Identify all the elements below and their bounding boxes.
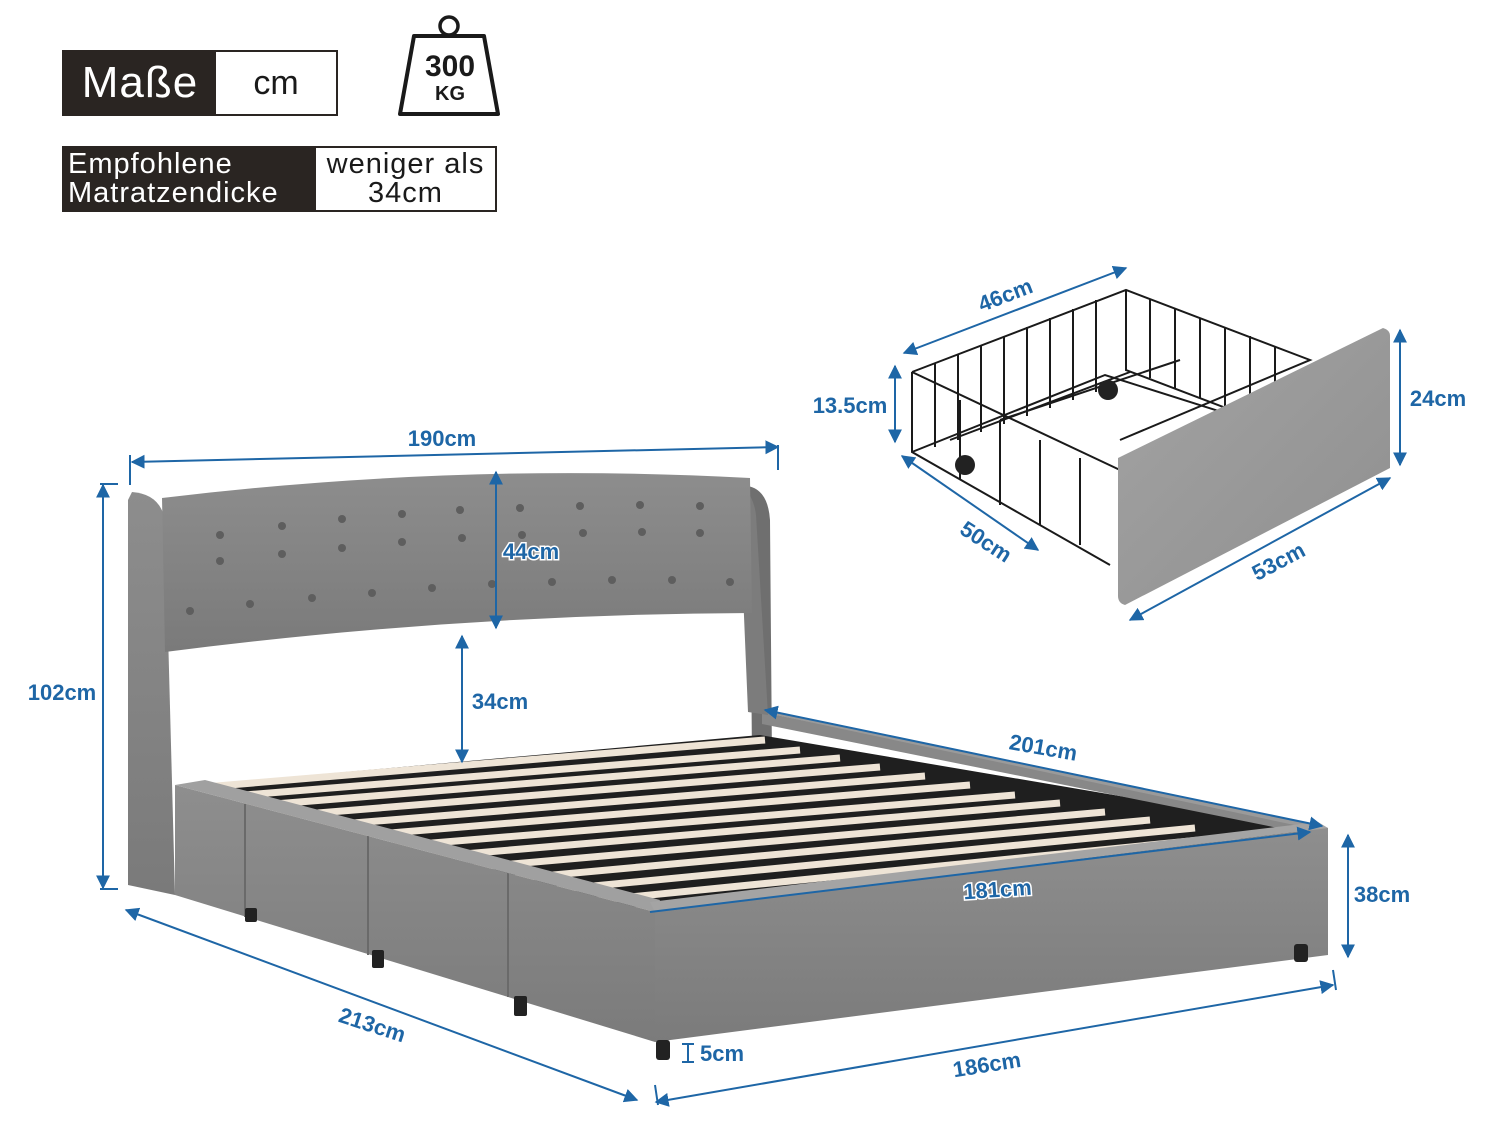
dim-front-panel-width: 53cm bbox=[1248, 537, 1309, 585]
dim-front-panel-height: 24cm bbox=[1410, 386, 1466, 411]
dim-headboard-panel-height: 44cm bbox=[503, 539, 559, 564]
mattress-label-line1: Empfohlene bbox=[68, 148, 233, 180]
mattress-label-line2: Matratzendicke bbox=[68, 177, 279, 209]
dim-side-height: 38cm bbox=[1354, 882, 1410, 907]
dim-leg-height: 5cm bbox=[700, 1041, 744, 1066]
dim-inner-length: 201cm bbox=[1007, 729, 1079, 766]
units-value: cm bbox=[216, 52, 336, 114]
units-label: Maße bbox=[64, 52, 216, 114]
dim-basket-width: 46cm bbox=[975, 273, 1037, 317]
dim-headboard-clearance: 34cm bbox=[472, 689, 528, 714]
dim-total-width: 186cm bbox=[951, 1047, 1023, 1082]
dim-total-length: 213cm bbox=[336, 1002, 409, 1047]
dim-inner-width: 181cm bbox=[962, 875, 1032, 905]
dim-headboard-width: 190cm bbox=[408, 426, 477, 451]
mattress-value: weniger als 34cm bbox=[316, 148, 495, 210]
drawer-illustration bbox=[911, 288, 1390, 605]
mattress-value-line2: 34cm bbox=[368, 177, 443, 209]
dim-basket-depth: 50cm bbox=[956, 516, 1017, 568]
weight-icon: 300 KG bbox=[398, 15, 500, 116]
weight-unit: KG bbox=[435, 83, 465, 105]
dim-basket-height: 13.5cm bbox=[813, 393, 888, 418]
units-spec-box: Maße cm bbox=[62, 50, 338, 116]
mattress-label: Empfohlene Matratzendicke bbox=[64, 148, 316, 210]
mattress-spec-box: Empfohlene Matratzendicke weniger als 34… bbox=[62, 146, 497, 212]
headboard bbox=[162, 473, 752, 652]
weight-value: 300 bbox=[425, 50, 475, 83]
mattress-value-line1: weniger als bbox=[326, 148, 485, 180]
dim-total-height: 102cm bbox=[28, 680, 97, 705]
